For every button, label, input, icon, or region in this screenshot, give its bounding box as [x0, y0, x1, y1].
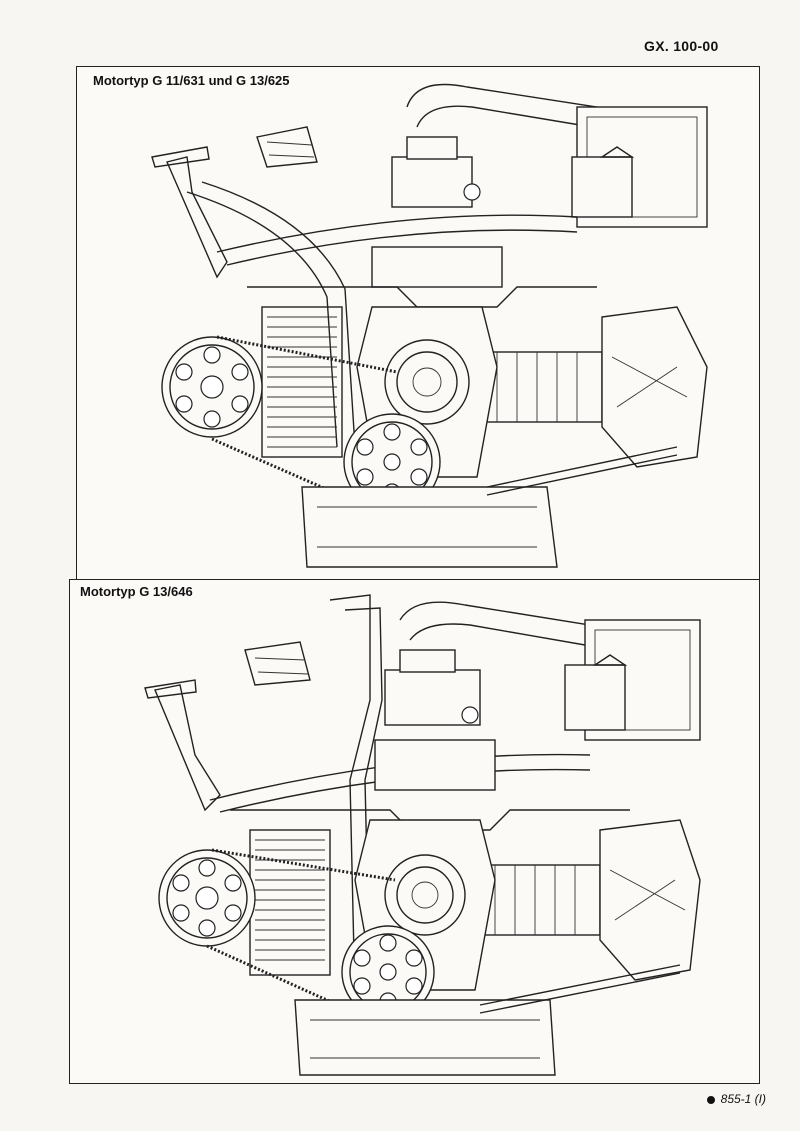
panel-title-1: Motortyp G 11/631 und G 13/625	[93, 73, 294, 88]
engine-drawing-panel-2: Motortyp G 13/646	[69, 579, 760, 1084]
engine-drawing-panel-1: Motortyp G 11/631 und G 13/625	[76, 66, 760, 580]
engine-cross-section-drawing-1	[151, 83, 708, 568]
page-reference-text: 855-1 (I)	[720, 1092, 766, 1106]
bullet-dot-icon	[706, 1095, 715, 1104]
panel-title-2: Motortyp G 13/646	[80, 584, 197, 599]
engine-cross-section-drawing-2	[144, 594, 701, 1076]
document-code: GX. 100-00	[644, 38, 719, 54]
page-reference: 855-1 (I)	[706, 1092, 766, 1106]
